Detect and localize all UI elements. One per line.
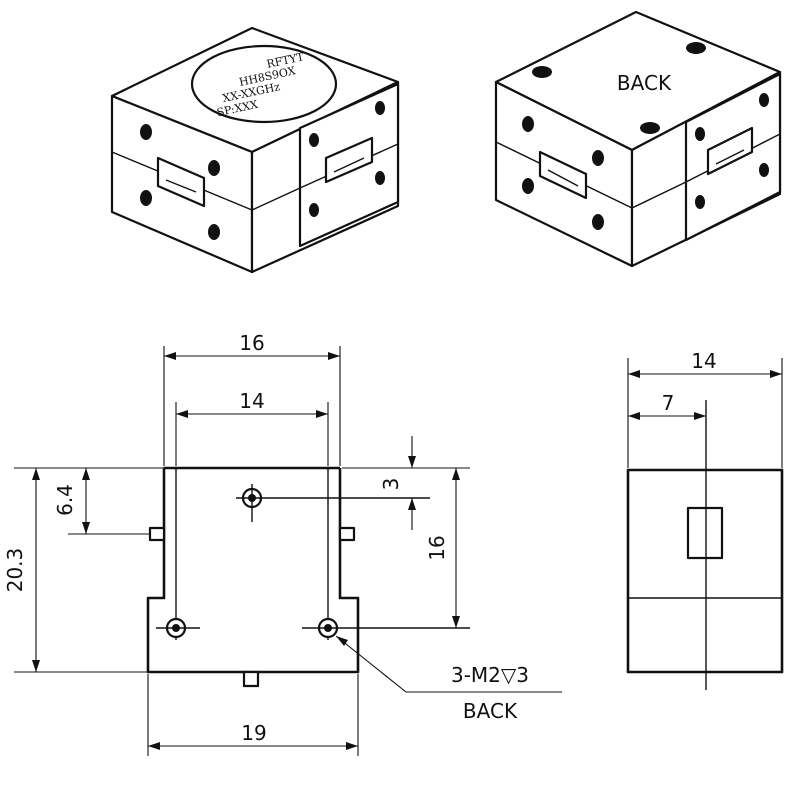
side-waveguide-slot [686, 506, 724, 560]
dim-outer-width: 16 [239, 331, 264, 355]
iso-back-waveguide-slot [538, 150, 588, 200]
dim-hole-spacing: 16 [425, 535, 449, 560]
iso-back-label: BACK [617, 71, 672, 95]
dim-height: 20.3 [3, 548, 27, 593]
side-dim-half-width: 7 [662, 391, 675, 415]
dim-base-width: 19 [241, 721, 266, 745]
callout-spec: 3-M2▽3 [451, 663, 529, 687]
iso-back-view: BACK [494, 10, 782, 268]
side-dim-width: 14 [691, 349, 716, 373]
left-pin [148, 526, 166, 542]
right-pin [338, 526, 356, 542]
iso-front-view: RFTYT HH8S9OX XX-XXGHz SP:XXX [110, 26, 400, 274]
callout-side: BACK [463, 699, 518, 723]
iso-front-logo-badge [190, 44, 338, 124]
bottom-pin [242, 670, 260, 688]
side-body-outline [626, 468, 784, 674]
front-ortho-view: 16 14 20.3 6.4 3 16 [3, 331, 562, 756]
dim-inner-width: 14 [239, 389, 264, 413]
dim-flange-offset: 6.4 [53, 484, 77, 516]
dim-hole-offset: 3 [379, 478, 403, 491]
iso-front-waveguide-slot [156, 156, 206, 208]
side-ortho-view: 14 7 [626, 349, 784, 690]
